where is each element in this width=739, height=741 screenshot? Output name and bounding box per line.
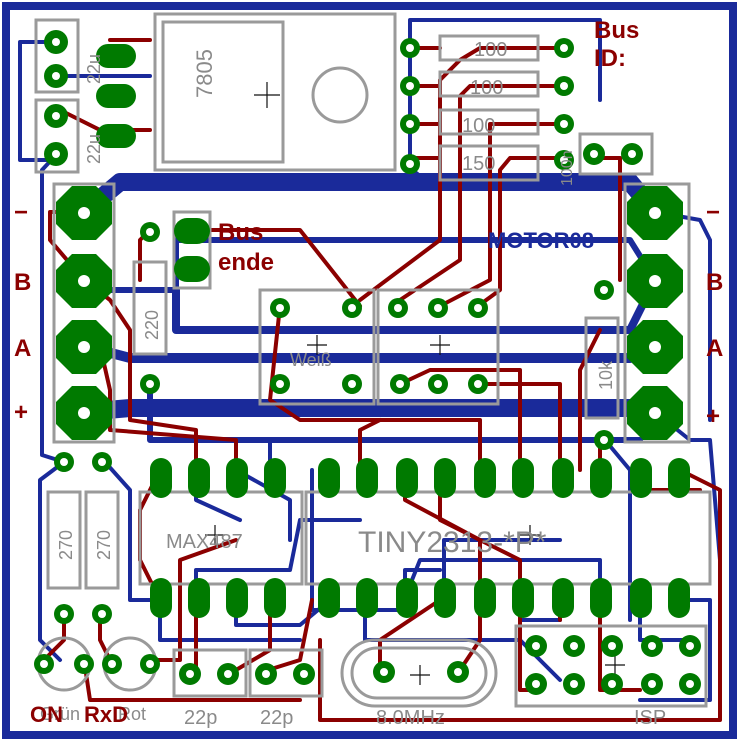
bus-id-label-1: Bus — [594, 17, 639, 44]
led-signal-1: ON — [30, 702, 63, 727]
cap-22p-label-1: 22p — [184, 707, 217, 729]
terminal-left-b: B — [14, 269, 31, 296]
cap-top2-label: 22u — [84, 134, 104, 164]
ic-tiny-label: TINY2313-*P* — [358, 526, 547, 559]
isp-label: ISP — [634, 707, 666, 729]
terminal-left-minus: − — [14, 199, 28, 226]
terminal-right-plus: + — [706, 403, 720, 430]
terminal-right-b: B — [706, 269, 723, 296]
led-signal-2: RxD — [84, 702, 128, 727]
cap-22p-label-2: 22p — [260, 707, 293, 729]
res-270-label-2: 270 — [94, 530, 114, 560]
regulator-label: 7805 — [192, 49, 217, 98]
cap-top-label: 22u — [84, 54, 104, 84]
resistor-id-3: 100 — [462, 115, 495, 137]
res-10k-label: 10k — [596, 360, 616, 390]
resistor-id-4: 150 — [462, 153, 495, 175]
silkscreen — [34, 12, 712, 708]
resistor-id-2: 100 — [470, 77, 503, 99]
res-270-label-1: 270 — [56, 530, 76, 560]
pad-holes — [40, 38, 694, 688]
resistor-id-1: 100 — [474, 39, 507, 61]
relay-label: Weiß — [290, 350, 332, 370]
bus-ende-label-1: Bus — [218, 219, 263, 246]
crystal-label: 8.0MHz — [376, 707, 445, 729]
terminal-right-minus: − — [706, 199, 720, 226]
terminal-right-a: A — [706, 335, 723, 362]
cap-100n-label: 100n — [559, 150, 576, 186]
terminal-left-a: A — [14, 335, 31, 362]
terminal-left-plus: + — [14, 399, 28, 426]
crosshairs — [205, 82, 625, 685]
led-color-1: Grün — [40, 704, 80, 724]
ic-max-label: MAX487 — [166, 531, 243, 553]
bus-id-label-2: ID: — [594, 45, 626, 72]
res-220-label: 220 — [142, 310, 162, 340]
led-color-2: Rot — [118, 704, 146, 724]
board-name: MOTOR08 — [488, 228, 594, 253]
bus-ende-label-2: ende — [218, 249, 274, 276]
